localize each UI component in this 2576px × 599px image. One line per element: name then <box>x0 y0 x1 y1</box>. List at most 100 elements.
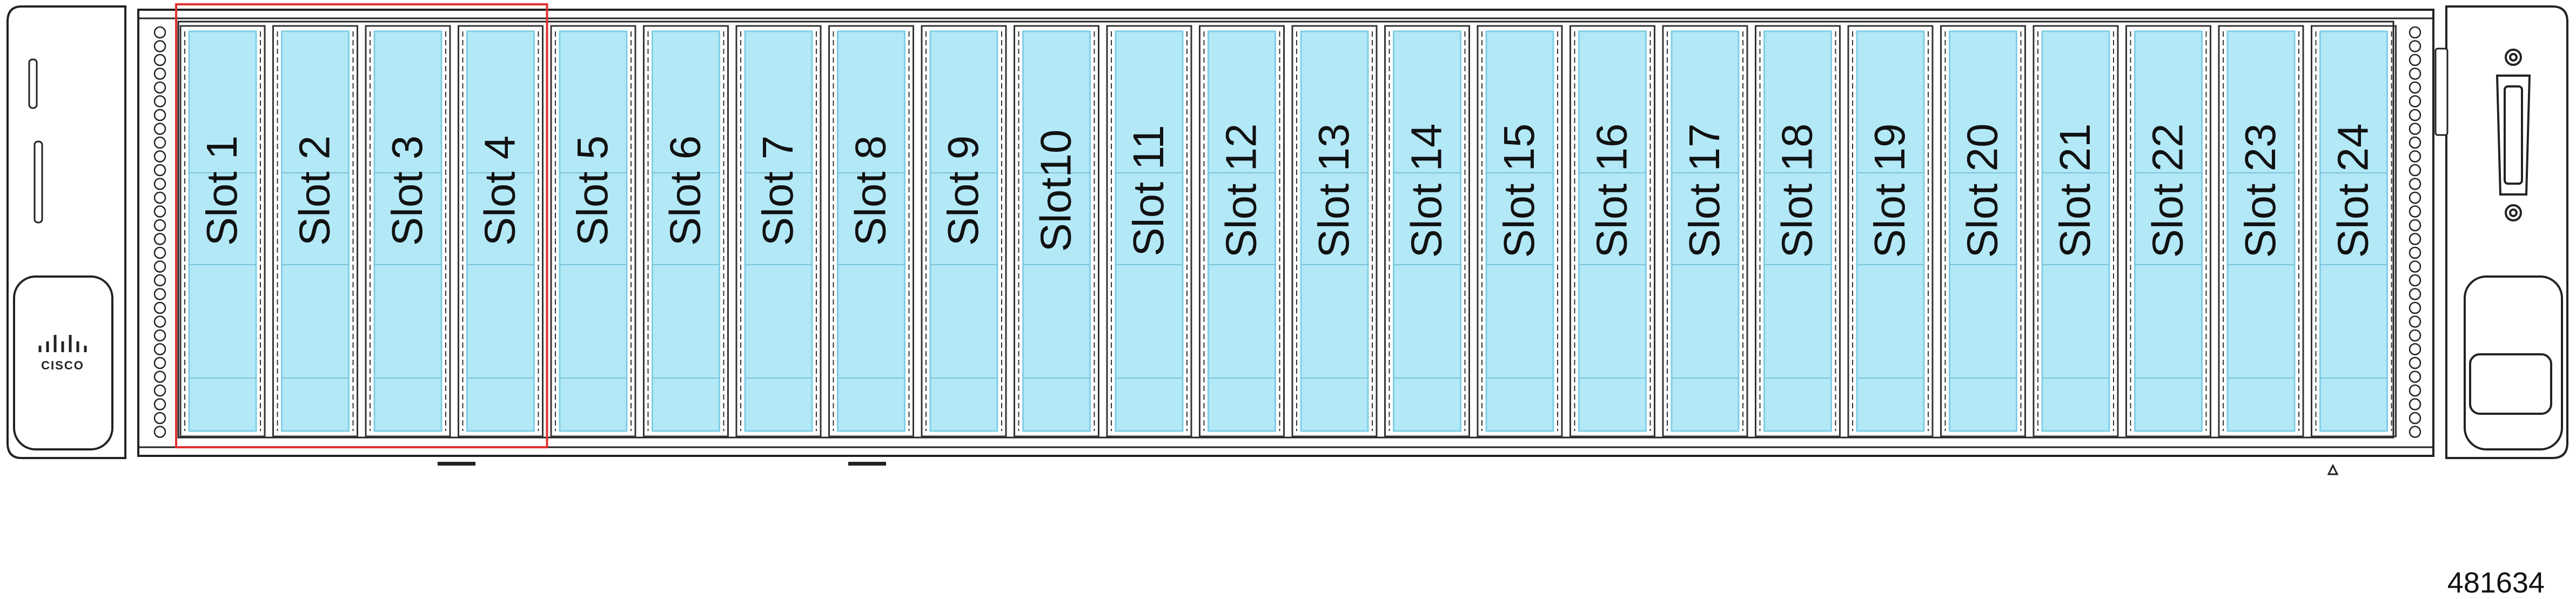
right-ear-pull-tab <box>2469 353 2552 415</box>
drive-slot: Slot 8 <box>828 25 914 438</box>
drive-slot: Slot 17 <box>1662 25 1748 438</box>
drive-slot: Slot 16 <box>1569 25 1655 438</box>
drive-slot: Slot 18 <box>1755 25 1841 438</box>
vent-hole <box>153 26 166 39</box>
drive-carrier-frame <box>458 25 544 438</box>
slot-label: Slot 1 <box>198 136 246 246</box>
vent-hole <box>2409 68 2421 80</box>
drive-face <box>929 30 998 432</box>
slot-label: Slot 23 <box>2236 123 2284 258</box>
slot-label: Slot 2 <box>291 136 339 246</box>
chassis-feet <box>438 462 2339 475</box>
slot-label: Slot 20 <box>1958 123 2007 258</box>
slot-label: Slot 19 <box>1866 123 1914 258</box>
vent-hole <box>2409 233 2421 245</box>
drive-slot: Slot 20 <box>1940 25 2026 438</box>
drive-face <box>559 30 628 432</box>
vent-hole <box>153 219 166 232</box>
vent-hole <box>2409 343 2421 355</box>
vent-hole <box>153 81 166 94</box>
chassis-foot <box>438 462 475 466</box>
vent-hole <box>153 123 166 135</box>
drive-carrier-frame <box>643 25 729 438</box>
drive-face <box>1949 30 2017 432</box>
drive-carrier-frame <box>365 25 451 438</box>
vent-hole <box>153 233 166 245</box>
drive-carrier-frame <box>2125 25 2211 438</box>
chassis-foot <box>2327 463 2339 475</box>
vent-hole <box>2409 81 2421 94</box>
vent-hole <box>153 53 166 66</box>
drive-bay <box>177 21 2394 439</box>
drive-slot: Slot 4 <box>458 25 544 438</box>
slot-label: Slot 13 <box>1310 123 1358 258</box>
vent-hole <box>153 329 166 342</box>
slot-label: Slot 22 <box>2144 123 2192 258</box>
vent-hole <box>153 178 166 190</box>
vent-hole <box>153 150 166 163</box>
right-rack-ear <box>2409 5 2568 459</box>
drive-face <box>837 30 905 432</box>
drive-slot: Slot 14 <box>1384 25 1470 438</box>
vent-hole <box>2409 288 2421 300</box>
drive-slot: Slot 22 <box>2125 25 2211 438</box>
slot-label: Slot 14 <box>1403 123 1451 258</box>
drive-face <box>2041 30 2110 432</box>
vent-hole <box>153 109 166 122</box>
drive-slot: Slot 9 <box>921 25 1007 438</box>
drive-carrier-frame <box>1662 25 1748 438</box>
drive-face <box>281 30 350 432</box>
drive-slot: Slot 24 <box>2311 25 2397 438</box>
vent-hole <box>2409 315 2421 328</box>
drive-carrier-frame <box>1847 25 1934 438</box>
vent-hole <box>2409 191 2421 204</box>
drive-slot: Slot 1 <box>179 25 266 438</box>
drive-slot: Slot 13 <box>1291 25 1378 438</box>
drive-carrier-frame <box>1940 25 2026 438</box>
drive-face <box>1300 30 1369 432</box>
vent-hole <box>153 384 166 397</box>
drive-carrier-frame <box>2032 25 2119 438</box>
vent-hole <box>2409 246 2421 259</box>
vent-hole <box>153 301 166 314</box>
drive-face <box>2134 30 2203 432</box>
drive-face <box>2226 30 2296 432</box>
drive-slot: Slot 11 <box>1106 25 1192 438</box>
cisco-logo-icon <box>38 335 87 352</box>
left-ear-slot <box>28 58 38 109</box>
drive-face <box>1022 30 1091 432</box>
drive-slot: Slot 12 <box>1199 25 1285 438</box>
drive-slot: Slot 7 <box>735 25 822 438</box>
vent-hole <box>2409 301 2421 314</box>
vent-hole <box>2409 260 2421 273</box>
drive-slot: Slot 2 <box>272 25 358 438</box>
vent-hole <box>2409 164 2421 177</box>
drive-carrier-frame <box>1384 25 1470 438</box>
drive-slot: Slot 15 <box>1477 25 1563 438</box>
slot-label: Slot 18 <box>1773 123 1821 258</box>
slot-label: Slot10 <box>1032 130 1080 252</box>
vent-hole <box>153 136 166 149</box>
drive-carrier-frame <box>1755 25 1841 438</box>
drive-carrier-frame <box>1291 25 1378 438</box>
slot-label: Slot 11 <box>1124 125 1172 256</box>
slot-label: Slot 6 <box>661 136 709 246</box>
drive-face <box>744 30 813 432</box>
vent-hole <box>2409 150 2421 163</box>
vent-hole <box>153 274 166 287</box>
highlight-box <box>175 3 548 448</box>
drive-face <box>1856 30 1925 432</box>
slot-label: Slot 17 <box>1680 123 1728 258</box>
slot-label: Slot 24 <box>2329 123 2377 258</box>
kvm-connector-icon <box>2496 49 2531 221</box>
drive-carrier-frame <box>1106 25 1192 438</box>
slot-label: Slot 21 <box>2051 123 2099 258</box>
vent-hole <box>153 315 166 328</box>
drive-slot: Slot10 <box>1014 25 1099 438</box>
drive-carrier-frame <box>2218 25 2304 438</box>
vent-hole <box>153 246 166 259</box>
vent-hole <box>2409 371 2421 383</box>
brand-logo-text: CISCO <box>41 359 84 372</box>
